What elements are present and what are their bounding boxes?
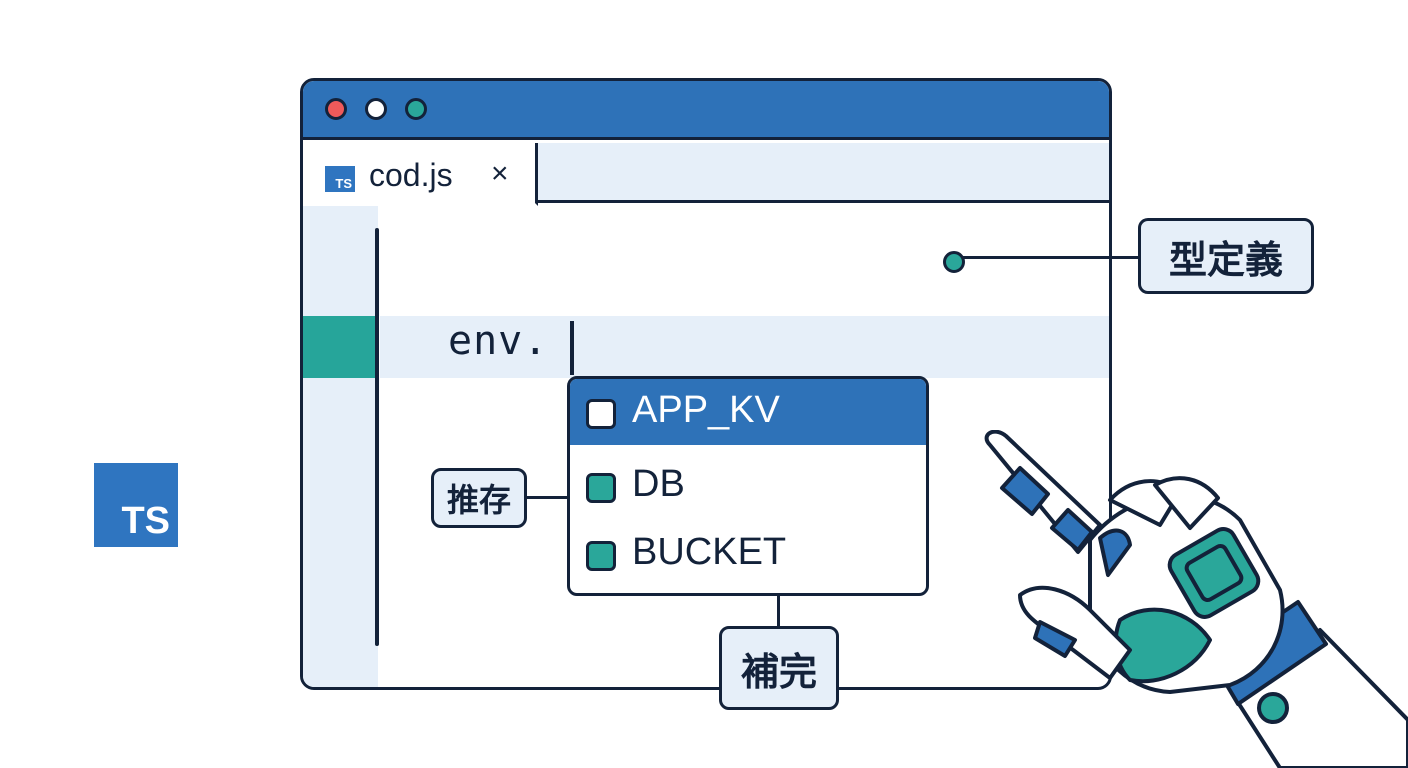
type-definition-callout: 型定義	[1138, 218, 1314, 294]
robot-hand-icon	[984, 430, 1408, 768]
code-editor[interactable]: env.	[303, 206, 1109, 687]
inference-callout: 推存	[431, 468, 527, 528]
title-bar	[303, 81, 1109, 140]
typescript-logo-icon: TS	[94, 463, 178, 547]
minimize-window-button[interactable]	[365, 98, 387, 120]
tab-filename: cod.js	[369, 157, 453, 193]
line-gutter	[303, 206, 378, 687]
maximize-window-button[interactable]	[405, 98, 427, 120]
inference-connector	[527, 496, 569, 499]
completion-connector	[777, 596, 780, 628]
tab-bar: TS cod.js ×	[303, 143, 1109, 206]
text-caret	[570, 321, 574, 375]
code-line[interactable]: env.	[448, 318, 549, 364]
suggestion-label: APP_KV	[632, 389, 780, 431]
suggestion-app-kv[interactable]: APP_KV	[570, 379, 926, 445]
suggestion-bucket[interactable]: BUCKET	[570, 521, 926, 587]
typescript-file-icon: TS	[325, 166, 355, 192]
type-definition-connector	[962, 256, 1140, 259]
completion-callout: 補完	[719, 626, 839, 710]
gutter-divider	[375, 228, 379, 646]
current-line-highlight	[380, 316, 1109, 378]
suggestion-label: DB	[632, 463, 685, 505]
variable-kind-icon	[586, 541, 616, 571]
tab-close-icon[interactable]: ×	[491, 157, 509, 190]
variable-kind-icon	[586, 399, 616, 429]
type-definition-anchor-icon	[943, 251, 965, 273]
autocomplete-popup: APP_KV DB BUCKET	[567, 376, 929, 596]
close-window-button[interactable]	[325, 98, 347, 120]
variable-kind-icon	[586, 473, 616, 503]
active-line-marker	[303, 316, 378, 378]
suggestion-label: BUCKET	[632, 531, 787, 573]
suggestion-db[interactable]: DB	[570, 453, 926, 519]
tab-cod-js[interactable]: TS cod.js ×	[303, 143, 538, 206]
